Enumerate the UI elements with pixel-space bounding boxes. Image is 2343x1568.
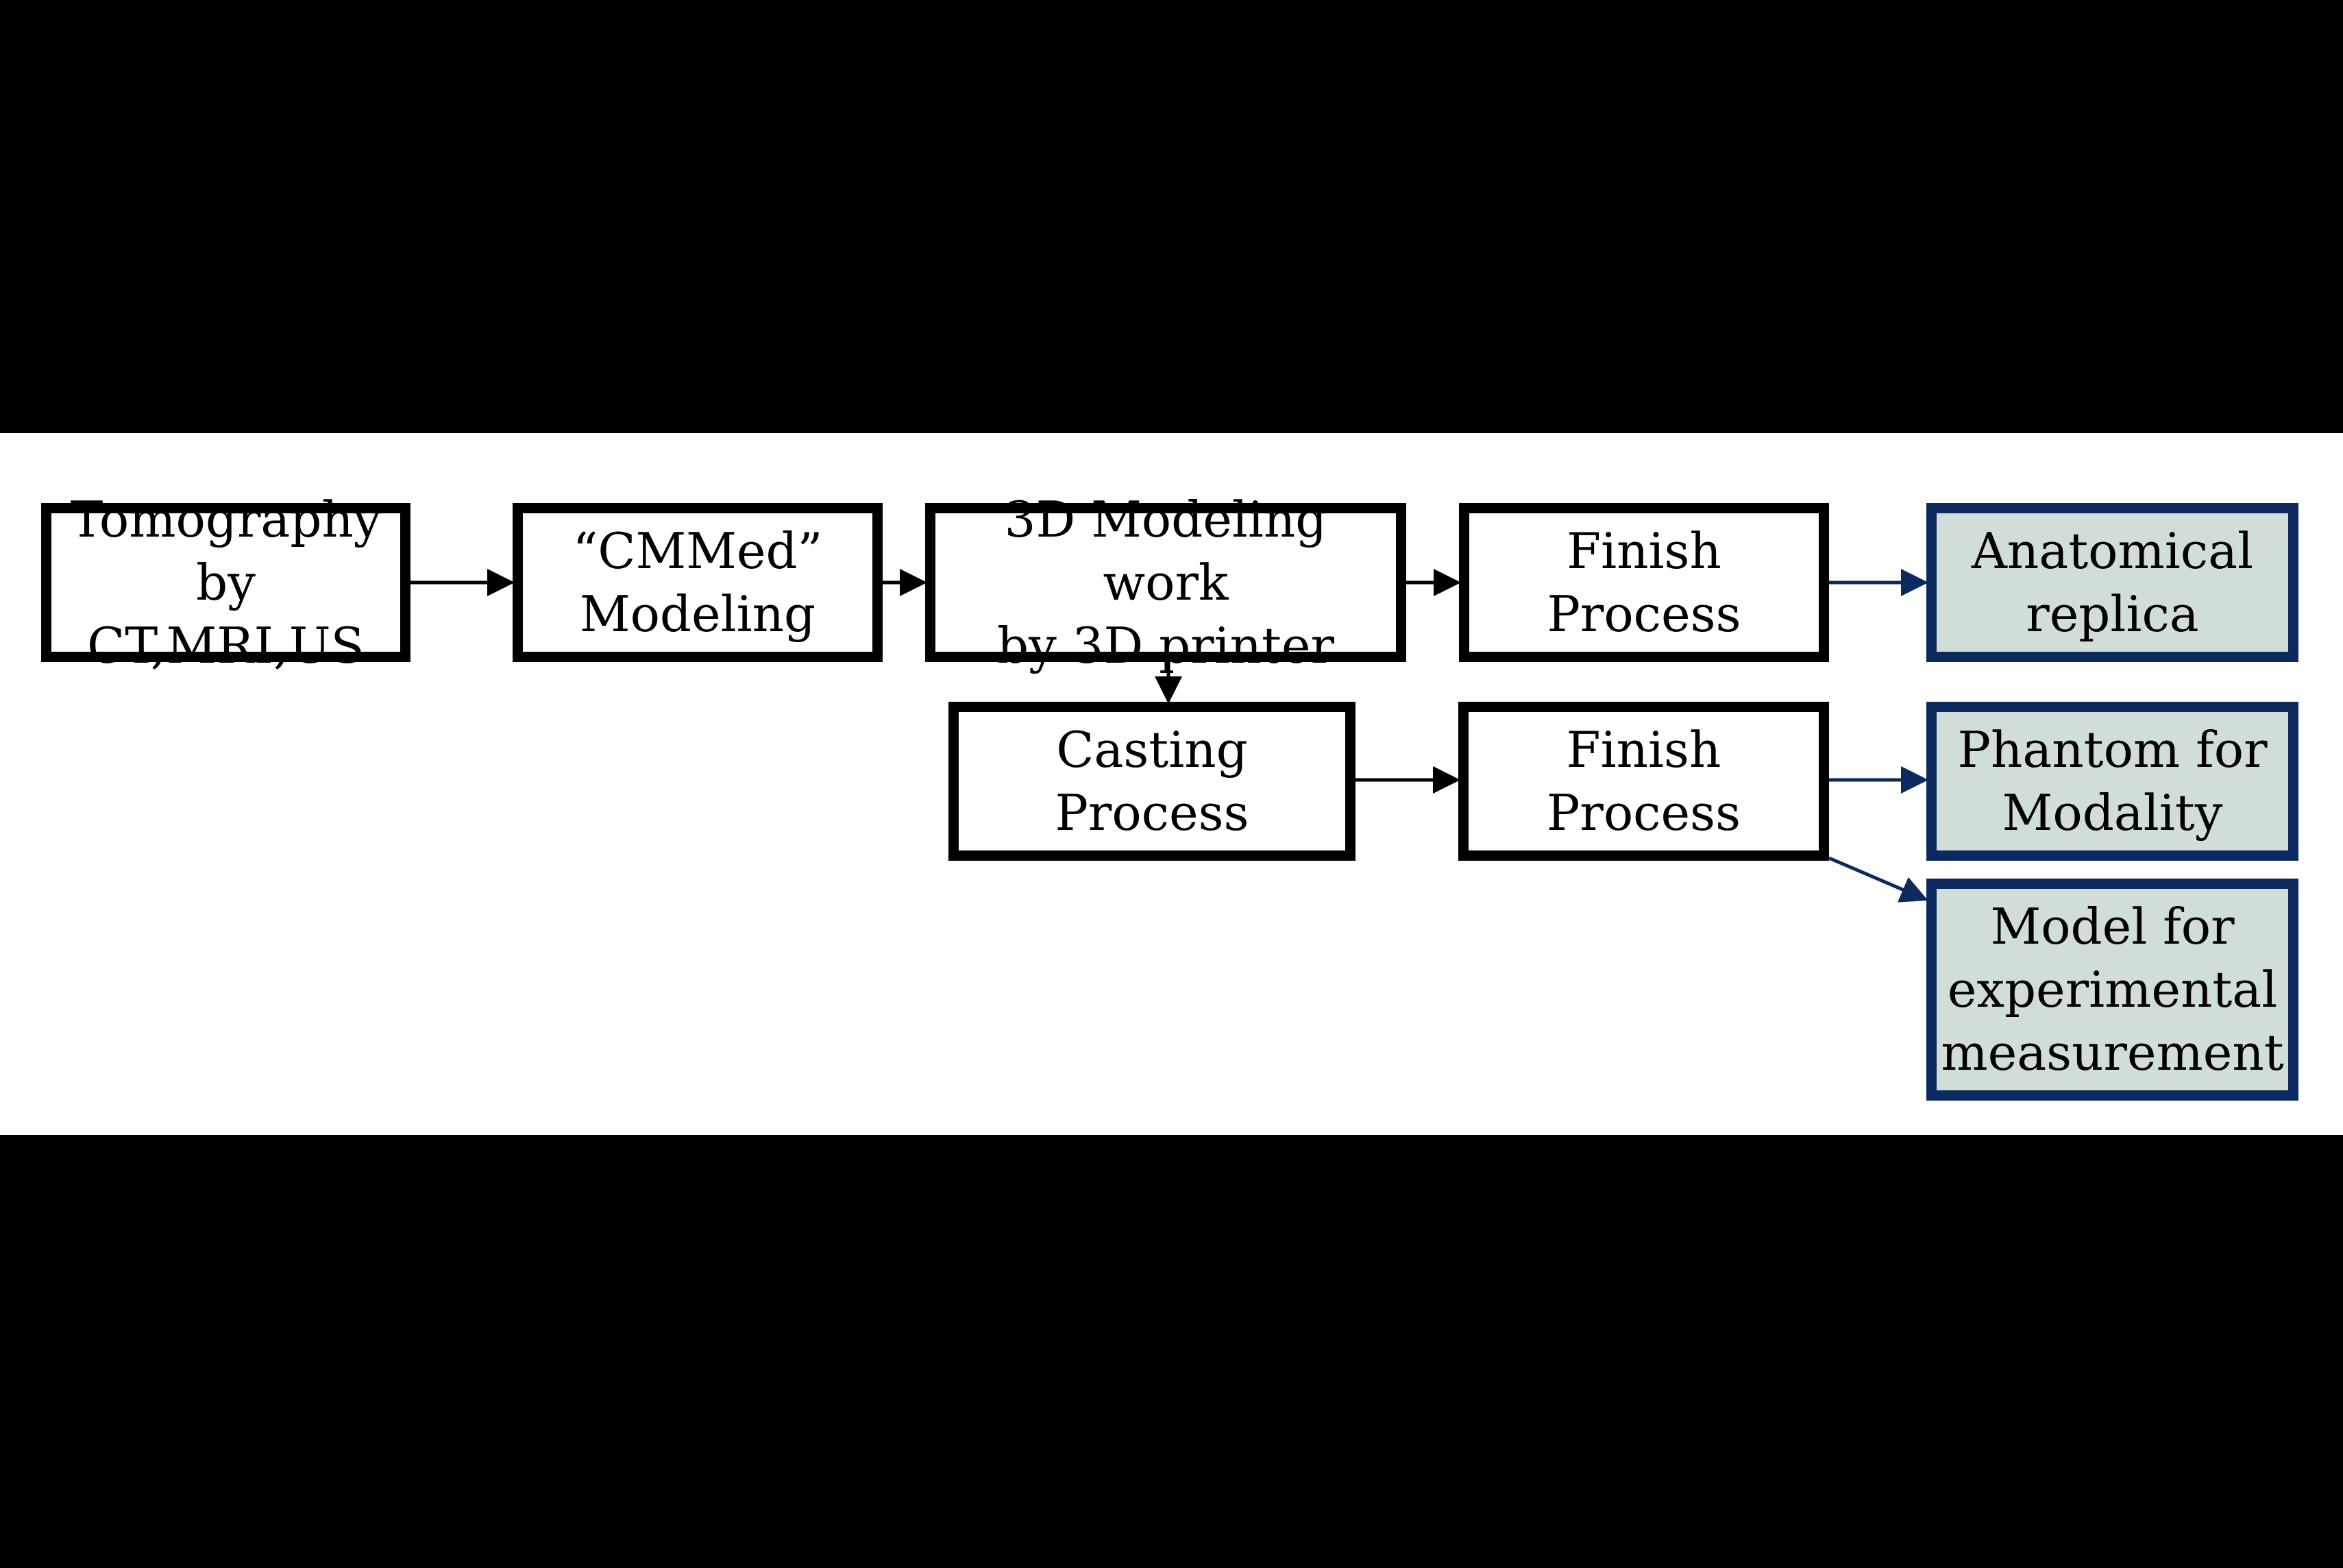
diagram-panel: Tomography by CT,MRI,US “CMMed” Modeling… [0, 433, 2343, 1135]
node-3d-printer-modeling: 3D Modeling work by 3D printer [925, 491, 1406, 674]
node-model-for-experimental-measurement: Model for experimental measurement [1926, 879, 2298, 1101]
node-phantom-for-modality: Phantom for Modality [1926, 702, 2298, 861]
bottom-black-band [0, 1135, 2343, 1568]
arrows-layer [410, 569, 1928, 903]
node-casting-process: Casting Process [948, 702, 1355, 861]
top-black-band [0, 0, 2343, 433]
arrow-finish-2-to-model [1828, 856, 1928, 903]
node-tomography: Tomography by CT,MRI,US [41, 491, 410, 674]
node-anatomical-replica: Anatomical replica [1926, 503, 2298, 662]
node-finish-process-2: Finish Process [1458, 702, 1829, 861]
node-finish-process-1: Finish Process [1459, 503, 1829, 662]
node-cmmed-modeling: “CMMed” Modeling [513, 503, 883, 662]
